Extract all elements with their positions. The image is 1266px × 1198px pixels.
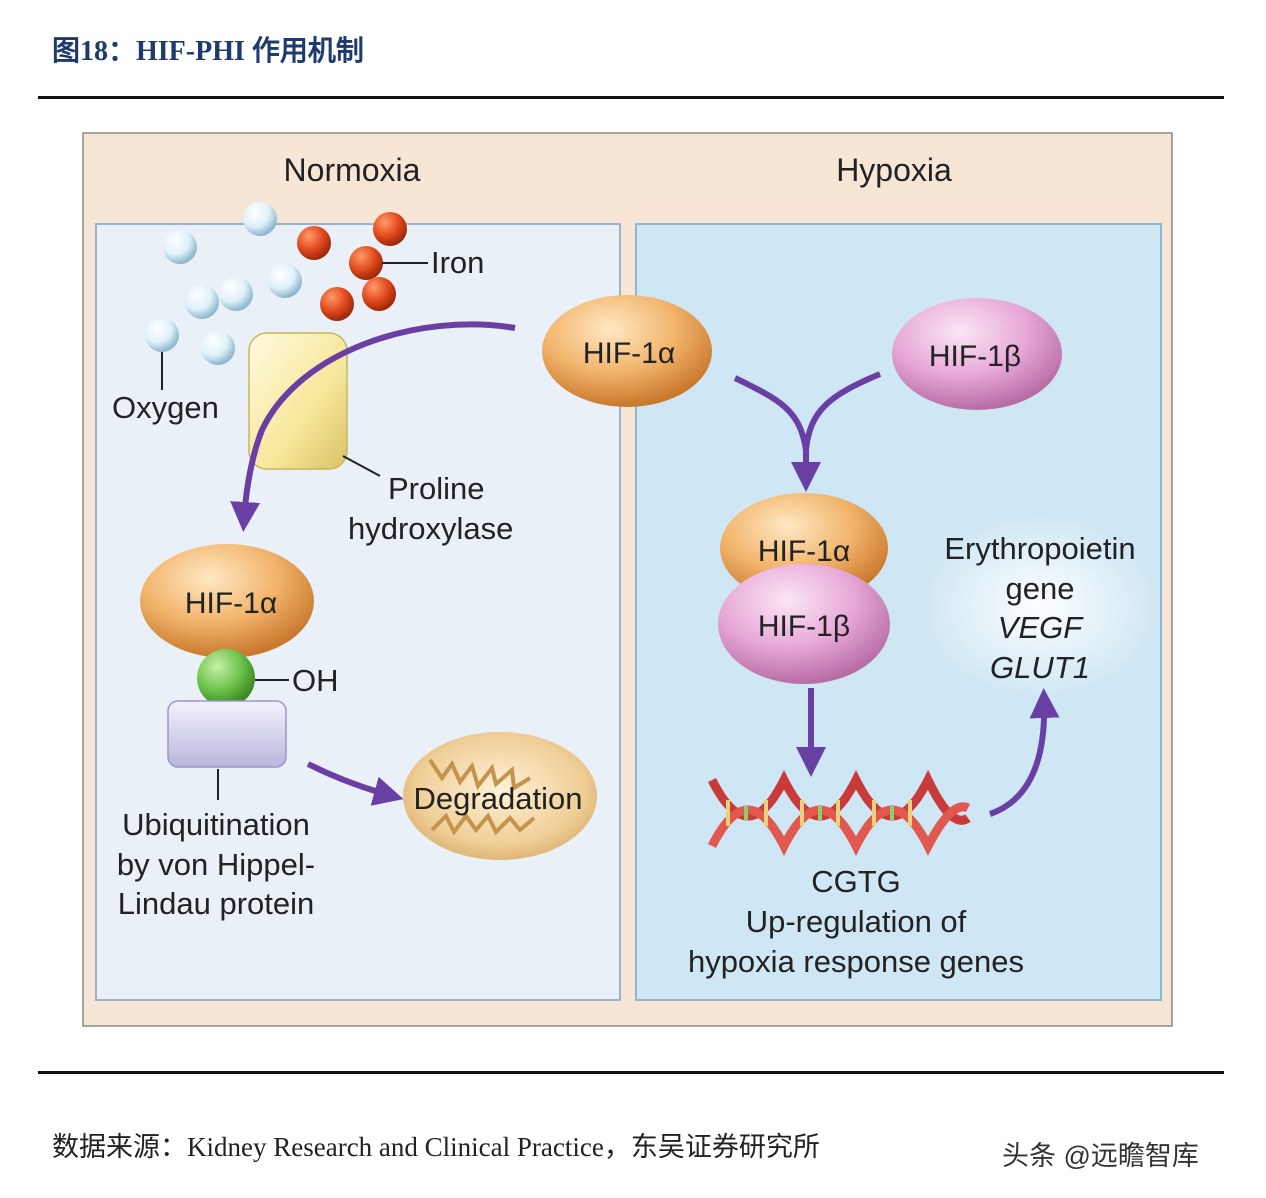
genes-line3: VEGF [998, 610, 1084, 645]
hif1a-free [542, 295, 712, 407]
degradation-arrow [306, 761, 404, 806]
enzyme-leader-line [342, 455, 381, 477]
oxygen-molecule-icon [145, 202, 302, 365]
ubiq-label-line2: by von Hippel- [117, 847, 315, 882]
upreg-line2: hypoxia response genes [688, 944, 1024, 979]
normoxia-panel [95, 223, 621, 1001]
complex-hif1a-label: HIF-1α [758, 535, 850, 568]
oh-label: OH [292, 663, 339, 698]
proline-hydroxylase-icon [248, 332, 348, 470]
genes-line4: GLUT1 [990, 650, 1090, 685]
genes-glow [920, 514, 1160, 698]
oxygen-label: Oxygen [112, 390, 219, 425]
figure-title: 图18：HIF-PHI 作用机制 [52, 36, 364, 67]
vhl-protein-icon [167, 700, 287, 768]
upregulation-arrow [988, 688, 1060, 817]
top-rule [38, 96, 1224, 99]
genes-line2: gene [1006, 571, 1075, 606]
dna-helix-icon [707, 769, 971, 857]
dna-label: CGTG [811, 864, 901, 899]
watermark: 头条 @远瞻智库 [1002, 1141, 1199, 1171]
iron-atom-icon [297, 212, 407, 321]
complex-hif1b [718, 564, 890, 684]
hypoxia-title: Hypoxia [836, 152, 952, 188]
hif1b-free [892, 298, 1062, 410]
hif1b-free-label: HIF-1β [929, 340, 1021, 373]
hydroxyl-icon [197, 649, 255, 707]
bottom-rule [38, 1071, 1224, 1074]
hif1a-free-label: HIF-1α [583, 337, 675, 370]
enzyme-label-line2: hydroxylase [348, 511, 513, 546]
ubiq-label-line3: Lindau protein [118, 886, 315, 921]
iron-label: Iron [431, 245, 484, 280]
proteasome-icon [403, 732, 597, 860]
upreg-line1: Up-regulation of [746, 904, 967, 939]
merge-arrow-right [803, 371, 882, 451]
enzyme-label-line1: Proline [388, 471, 485, 506]
complex-hif1b-label: HIF-1β [758, 610, 850, 643]
source-note: 数据来源：Kidney Research and Clinical Practi… [52, 1132, 820, 1162]
ubiq-label-line1: Ubiquitination [122, 807, 310, 842]
merge-arrow-left [733, 375, 809, 451]
degradation-label: Degradation [414, 781, 583, 816]
normoxia-title: Normoxia [284, 152, 421, 188]
hydroxylation-arrow [230, 321, 516, 532]
genes-line1: Erythropoietin [944, 531, 1135, 566]
hif1a-hydroxylated-label: HIF-1α [185, 587, 277, 620]
hif1a-hydroxylated [140, 544, 314, 658]
